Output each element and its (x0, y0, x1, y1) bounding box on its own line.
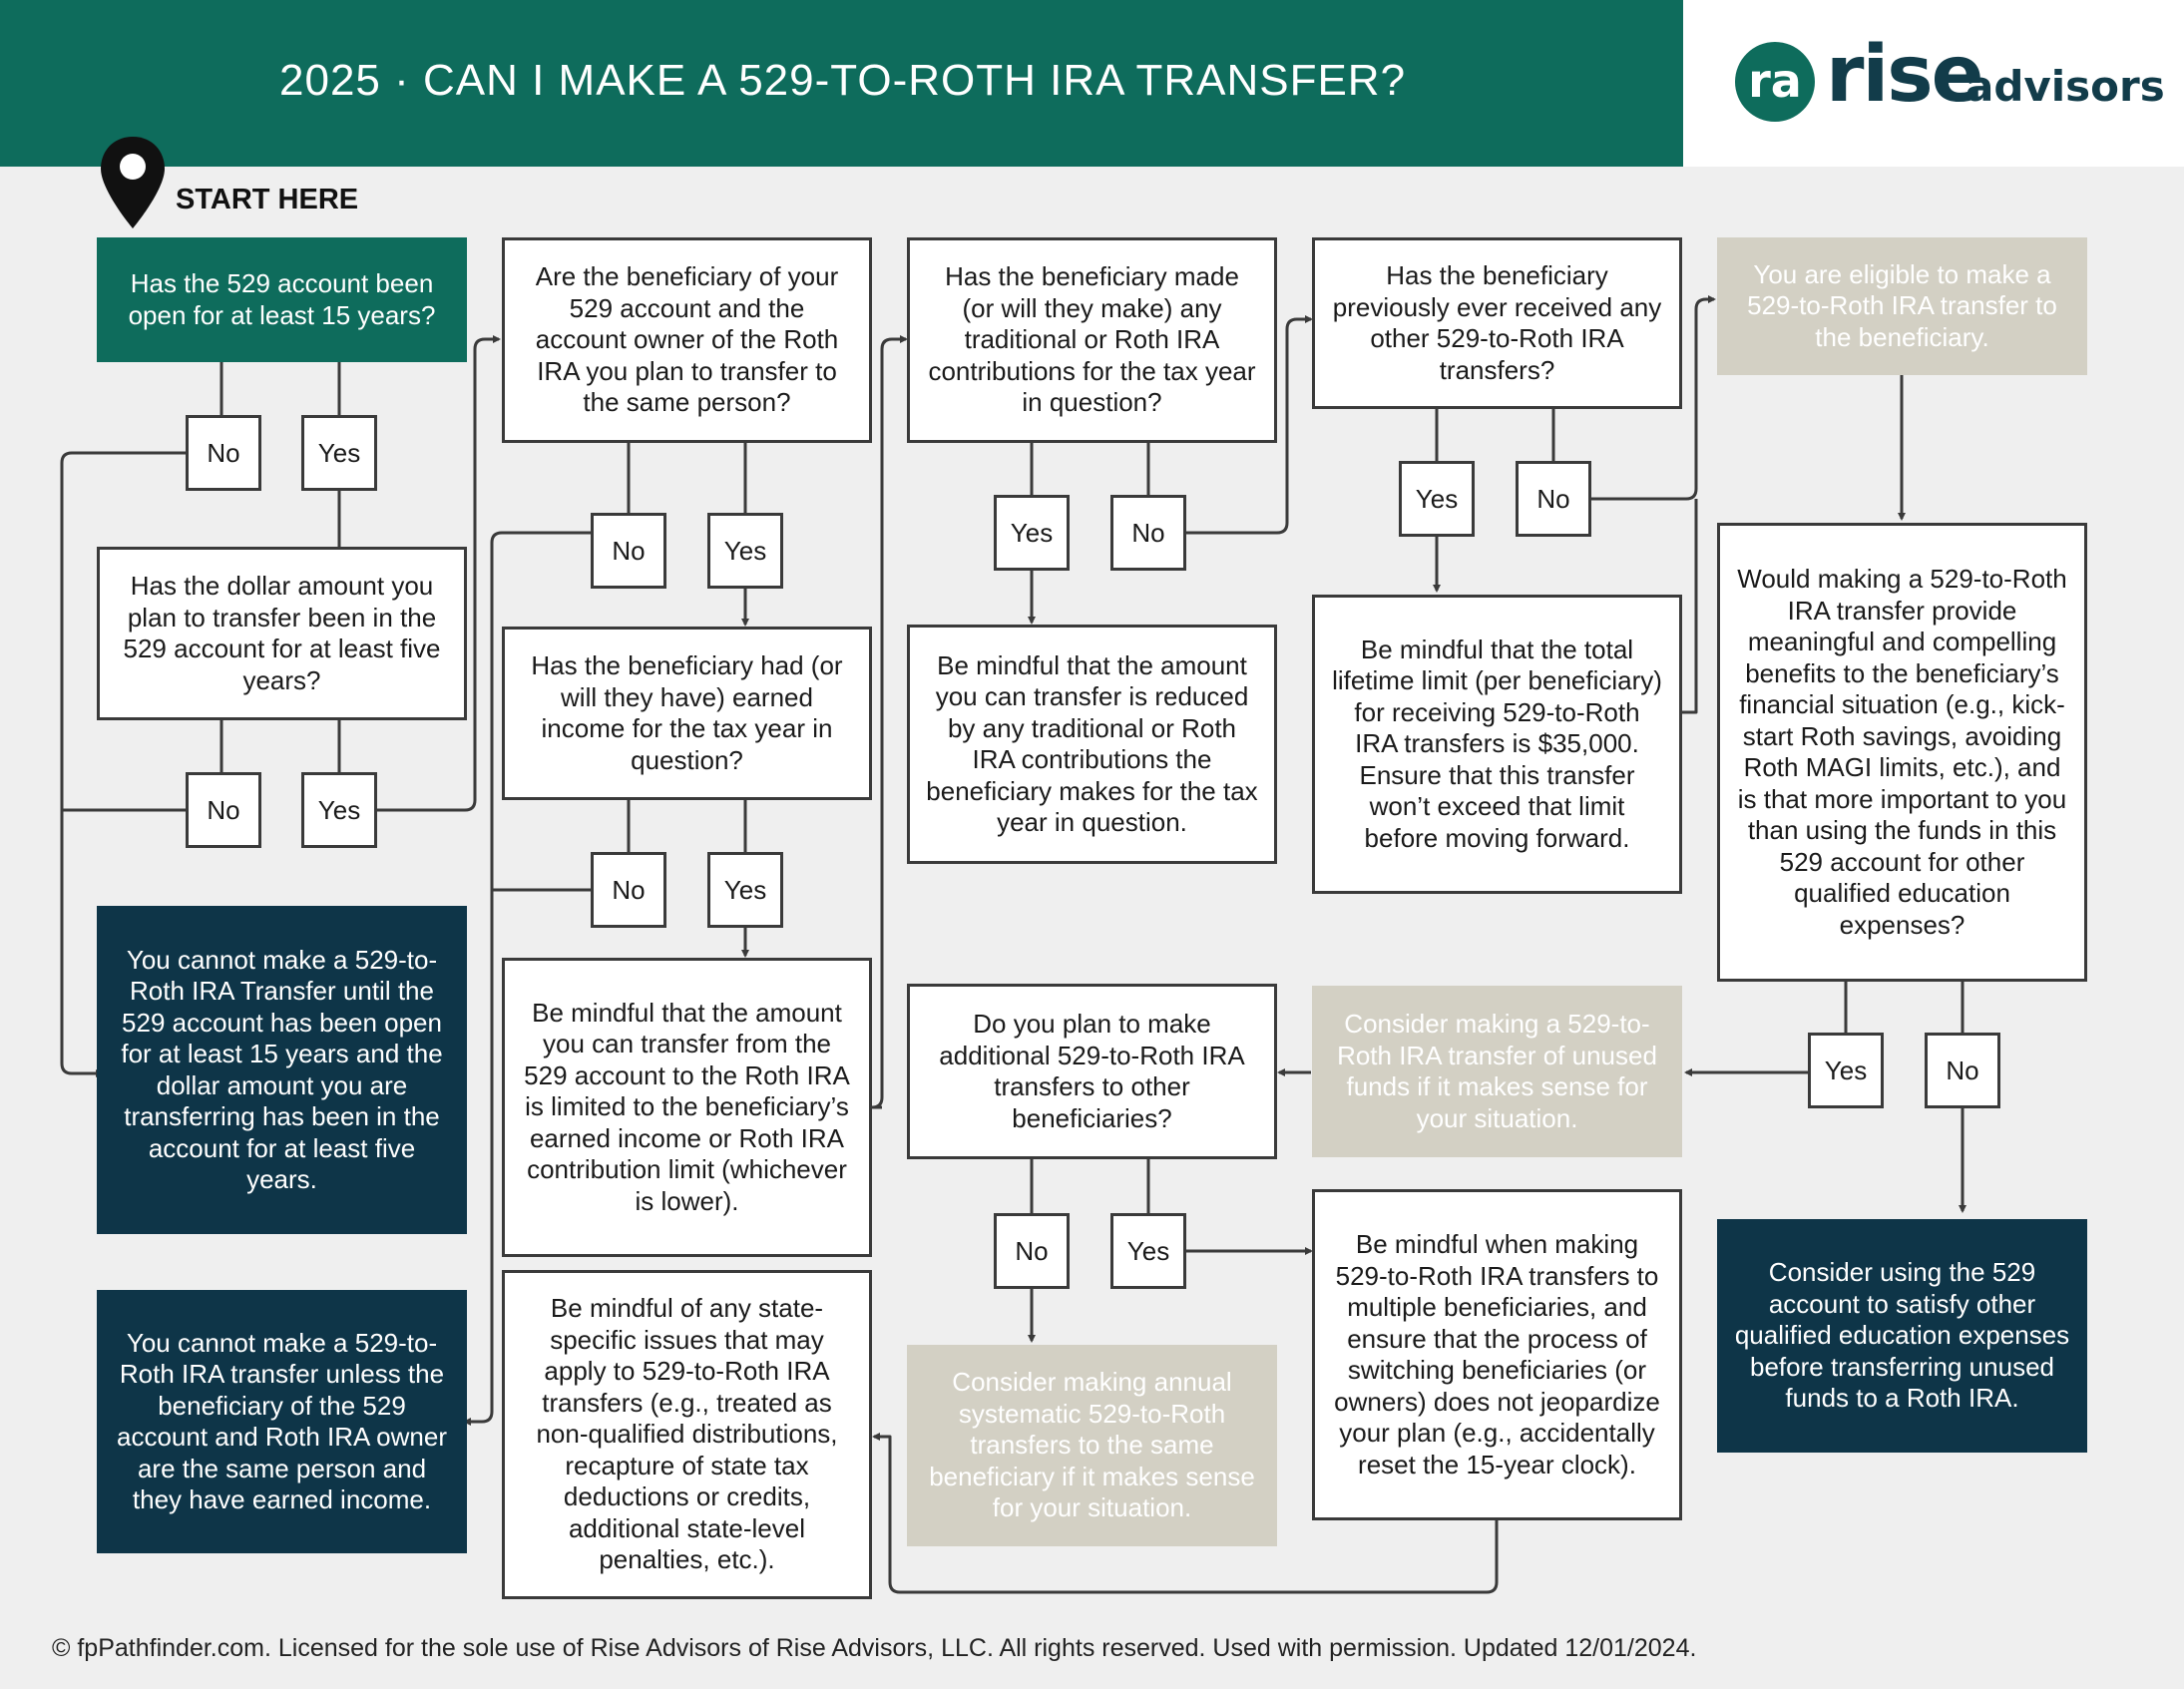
note-lifetime-limit: Be mindful that the total lifetime limit… (1312, 595, 1682, 894)
note-state-specific-issues: Be mindful of any state-specific issues … (502, 1270, 872, 1599)
note-contribution-reduction: Be mindful that the amount you can trans… (907, 625, 1277, 864)
consider-unused-funds-transfer: Consider making a 529-to-Roth IRA transf… (1312, 986, 1682, 1157)
question-same-person: Are the beneficiary of your 529 account … (502, 237, 872, 443)
answer-yes: Yes (707, 852, 783, 928)
answer-yes: Yes (301, 415, 377, 491)
consider-annual-transfers: Consider making annual systematic 529-to… (907, 1345, 1277, 1546)
answer-no: No (591, 852, 666, 928)
question-ira-contributions: Has the beneficiary made (or will they m… (907, 237, 1277, 443)
answer-yes: Yes (1110, 1213, 1186, 1289)
logo-mark: ra (1735, 42, 1815, 122)
answer-no: No (186, 415, 261, 491)
outcome-eligible: You are eligible to make a 529-to-Roth I… (1717, 237, 2087, 375)
answer-yes: Yes (1808, 1033, 1884, 1108)
answer-no: No (1925, 1033, 2000, 1108)
outcome-cannot-transfer-same-person: You cannot make a 529-to-Roth IRA transf… (97, 1290, 467, 1553)
answer-no: No (994, 1213, 1070, 1289)
question-prior-transfers: Has the beneficiary previously ever rece… (1312, 237, 1682, 409)
answer-no: No (186, 772, 261, 848)
answer-yes: Yes (994, 495, 1070, 571)
header-bar (0, 0, 1683, 167)
consider-education-expenses: Consider using the 529 account to satisf… (1717, 1219, 2087, 1453)
note-multiple-beneficiaries: Be mindful when making 529-to-Roth IRA t… (1312, 1189, 1682, 1520)
page-title: 2025 · CAN I MAKE A 529-TO-ROTH IRA TRAN… (279, 56, 1407, 105)
start-label: START HERE (176, 184, 359, 215)
question-meaningful-benefits: Would making a 529-to-Roth IRA transfer … (1717, 523, 2087, 982)
answer-no: No (591, 513, 666, 589)
answer-yes: Yes (1399, 461, 1475, 537)
question-earned-income: Has the beneficiary had (or will they ha… (502, 627, 872, 800)
logo-name: rise (1826, 30, 1984, 120)
outcome-cannot-transfer-time-limits: You cannot make a 529-to-Roth IRA Transf… (97, 906, 467, 1234)
question-account-open-15-years: Has the 529 account been open for at lea… (97, 237, 467, 362)
answer-no: No (1516, 461, 1591, 537)
copyright-footer: © fpPathfinder.com. Licensed for the sol… (52, 1634, 1697, 1662)
answer-yes: Yes (707, 513, 783, 589)
answer-no: No (1110, 495, 1186, 571)
logo-suffix: advisors (1966, 62, 2165, 111)
question-other-beneficiaries: Do you plan to make additional 529-to-Ro… (907, 984, 1277, 1159)
question-five-year-funds: Has the dollar amount you plan to transf… (97, 547, 467, 720)
answer-yes: Yes (301, 772, 377, 848)
logo: ra rise advisors (1683, 0, 2184, 167)
map-pin-icon (101, 137, 165, 228)
note-earned-income-limit: Be mindful that the amount you can trans… (502, 958, 872, 1257)
